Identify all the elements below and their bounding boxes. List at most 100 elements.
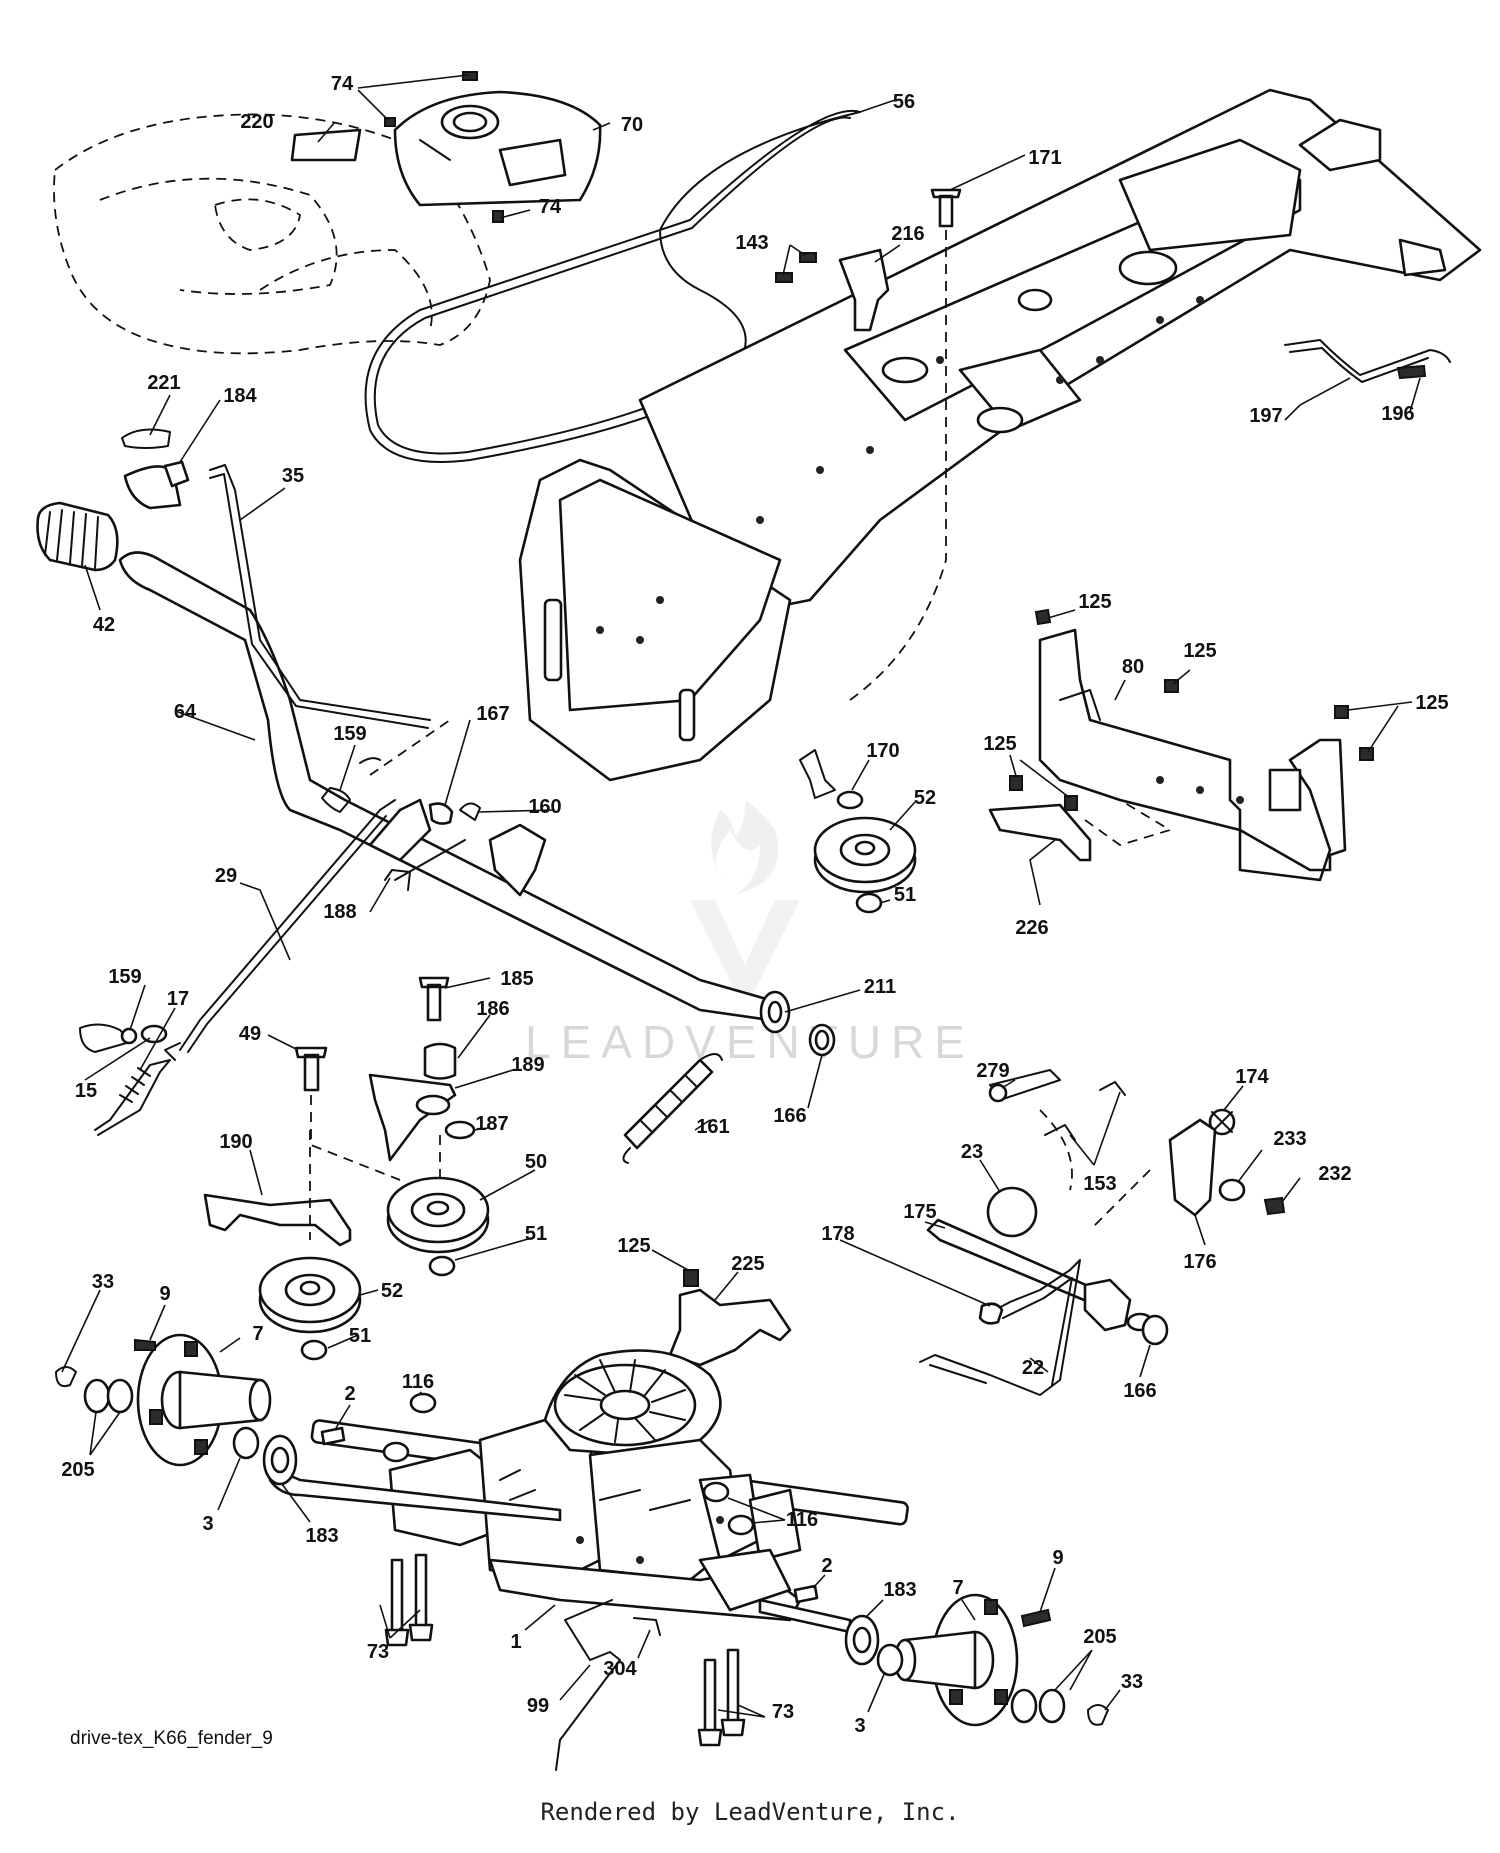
- part-205-washer-a: [83, 1378, 111, 1414]
- callout: 15: [75, 1080, 97, 1102]
- callout: 49: [239, 1023, 261, 1045]
- part-186-spacer: [423, 1042, 457, 1080]
- part-35-rod: [209, 464, 431, 721]
- part-166-washer-right: [1141, 1314, 1169, 1346]
- callout: 225: [731, 1253, 764, 1275]
- callout: 166: [773, 1105, 806, 1127]
- callout: 279: [976, 1060, 1009, 1082]
- part-232-screw: [1263, 1196, 1286, 1216]
- callout: 125: [1183, 640, 1216, 662]
- part-167-washer: [428, 802, 454, 825]
- callout: 125: [1415, 692, 1448, 714]
- callout: 188: [323, 901, 356, 923]
- part-205-washer-d: [1038, 1688, 1066, 1724]
- part-17-spring: [94, 1059, 171, 1136]
- callout: 220: [240, 111, 273, 133]
- callout: 116: [402, 1371, 434, 1393]
- part-73-bolt-a: [384, 1558, 410, 1647]
- watermark-text: LEADVENTURE: [525, 1016, 975, 1068]
- render-credit: Rendered by LeadVenture, Inc.: [540, 1798, 960, 1826]
- leader-lines: [61, 74, 1421, 1718]
- callout: 3: [202, 1513, 213, 1535]
- callout: 99: [527, 1695, 549, 1717]
- part-161-spring: [622, 1053, 723, 1164]
- part-205-washer-b: [106, 1378, 134, 1414]
- pedal-pad: [488, 823, 547, 897]
- callout: 185: [500, 968, 533, 990]
- callout: 56: [893, 91, 915, 113]
- callout: 7: [252, 1323, 263, 1345]
- callout: 2: [821, 1555, 832, 1577]
- callout: 116: [786, 1509, 818, 1531]
- part-80-bracket: [1038, 628, 1347, 882]
- callout: 9: [1052, 1547, 1063, 1569]
- callout: 64: [174, 701, 197, 723]
- callout: 125: [983, 733, 1016, 755]
- callout: 197: [1249, 405, 1282, 427]
- part-178-sleeve: [978, 1302, 1004, 1325]
- callout: 183: [883, 1579, 916, 1601]
- part-1-transaxle: [310, 1349, 909, 1622]
- part-189-plate: [368, 1073, 457, 1162]
- callout: 42: [93, 614, 115, 636]
- part-9-bolt-left: [134, 1338, 156, 1351]
- part-51-nut-upper: [855, 892, 883, 914]
- pivot-plate: [1083, 1278, 1132, 1332]
- part-73-bolt-c: [697, 1658, 723, 1747]
- part-176-bracket: [1168, 1118, 1217, 1217]
- part-74-screw-bottom: [492, 210, 504, 223]
- part-184-knob: [123, 465, 182, 510]
- part-125-bolt-g: [683, 1269, 699, 1287]
- watermark-logo: [690, 800, 800, 1010]
- part-125-bolt-a: [1034, 608, 1052, 626]
- callout: 159: [108, 966, 141, 988]
- part-2-key-right: [793, 1584, 819, 1604]
- part-225-bracket: [668, 1288, 792, 1367]
- callout: 232: [1318, 1163, 1351, 1185]
- part-33-clip-right: [1087, 1704, 1109, 1726]
- callout: 189: [511, 1054, 544, 1076]
- callout: 190: [219, 1131, 252, 1153]
- part-216-bracket: [838, 248, 890, 332]
- part-116-nut-b: [409, 1392, 437, 1414]
- callout: 183: [305, 1525, 338, 1547]
- part-160-clip: [459, 802, 481, 821]
- callout: 7: [952, 1577, 963, 1599]
- part-74-screw-top: [462, 71, 478, 81]
- callout: 1: [510, 1631, 521, 1653]
- part-143-screw-a: [799, 252, 817, 263]
- part-196-screw: [1396, 364, 1427, 380]
- callout: 178: [821, 1223, 854, 1245]
- callout: 52: [914, 787, 936, 809]
- callout: 153: [1083, 1173, 1116, 1195]
- part-170-arm: [799, 749, 836, 799]
- callout: 233: [1273, 1128, 1306, 1150]
- axle-right: [758, 1598, 852, 1634]
- part-116-nut-d: [727, 1514, 755, 1536]
- part-7-hub-left: [136, 1333, 272, 1467]
- part-33-clip-left: [55, 1366, 77, 1388]
- part-3-washer-left: [232, 1426, 260, 1460]
- part-233-washer: [1218, 1178, 1246, 1202]
- callout-labels: 74 220 70 56 74 171 143 216 221 184 35 4…: [61, 73, 1448, 1737]
- part-159-pin-top: [321, 787, 351, 813]
- part-70-console: [393, 90, 602, 207]
- callout: 167: [476, 703, 509, 725]
- callout: 33: [92, 1271, 114, 1293]
- callout: 74: [331, 73, 354, 95]
- callout: 174: [1235, 1066, 1269, 1088]
- callout: 176: [1183, 1251, 1216, 1273]
- part-52-pulley-upper: [813, 816, 917, 894]
- callout: 35: [282, 465, 304, 487]
- part-22-lever: [919, 1259, 1081, 1396]
- part-116-nut-a: [382, 1441, 410, 1463]
- part-51-nut-mid: [428, 1255, 456, 1277]
- callout: 205: [61, 1459, 94, 1481]
- part-197-rod: [1284, 339, 1451, 376]
- callout: 3: [854, 1715, 865, 1737]
- part-125-bolt-d: [1359, 747, 1374, 761]
- callout: 304: [603, 1658, 637, 1680]
- callout: 143: [735, 232, 768, 254]
